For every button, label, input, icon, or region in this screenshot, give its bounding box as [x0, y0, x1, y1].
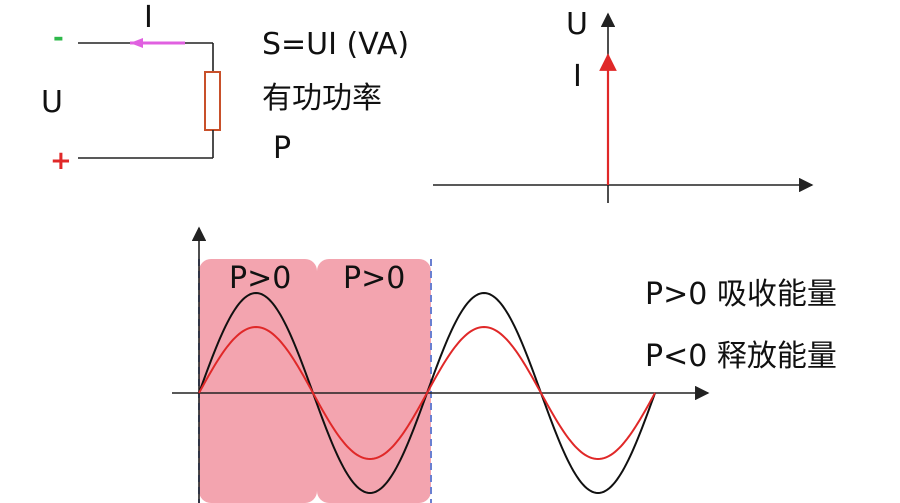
current-arrow-head — [130, 38, 143, 48]
active-power-name: 有功功率 — [262, 81, 382, 116]
circuit-current-label: I — [144, 0, 153, 35]
phasor-diagram — [433, 12, 814, 203]
apparent-power-formula: S=UI (VA) — [262, 27, 410, 62]
resistor — [204, 71, 221, 131]
phasor-current-label: I — [573, 59, 582, 94]
legend-release: P<0 释放能量 — [645, 339, 837, 374]
power-region-2 — [317, 259, 431, 503]
circuit — [78, 38, 221, 159]
phasor-voltage-label: U — [566, 7, 588, 42]
region-2-label: P>0 — [343, 261, 406, 296]
region-1-label: P>0 — [229, 261, 292, 296]
circuit-voltage-label: U — [41, 85, 63, 120]
legend-absorb: P>0 吸收能量 — [645, 277, 837, 312]
plus-terminal: + — [50, 146, 72, 176]
active-power-symbol: P — [273, 131, 292, 166]
minus-terminal: - — [53, 23, 64, 53]
current-wave — [198, 325, 656, 461]
waveform-plot — [172, 226, 710, 503]
